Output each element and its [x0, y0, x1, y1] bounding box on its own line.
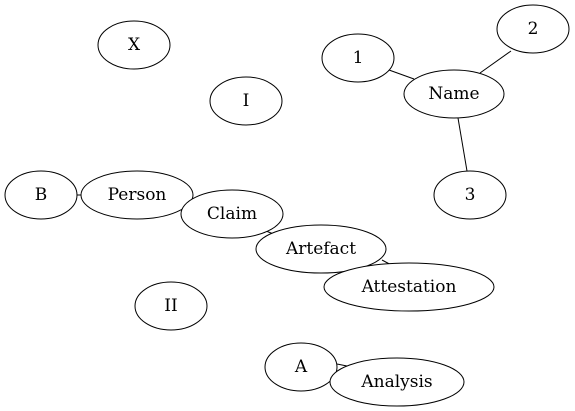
edge-name-3 — [457, 117, 468, 172]
node-analysis-label: Analysis — [360, 372, 432, 392]
node-analysis[interactable]: Analysis — [329, 357, 465, 407]
node-attestation-label: Attestation — [361, 277, 457, 297]
edge-a-analysis — [336, 363, 348, 367]
node-x-label: X — [128, 35, 141, 55]
node-artefact-label: Artefact — [285, 239, 356, 259]
nodes-layer: X I 1 2 Name 3 B Person — [4, 4, 570, 407]
node-artefact[interactable]: Artefact — [255, 224, 387, 274]
node-a-label: A — [294, 357, 308, 377]
edge-2-name — [479, 50, 512, 74]
node-attestation[interactable]: Attestation — [323, 262, 495, 312]
node-claim[interactable]: Claim — [180, 189, 284, 239]
node-2[interactable]: 2 — [496, 4, 570, 54]
node-ii[interactable]: II — [134, 281, 208, 331]
node-i[interactable]: I — [209, 76, 283, 126]
edge-1-name — [388, 69, 415, 80]
node-x[interactable]: X — [97, 20, 171, 70]
node-name-label: Name — [428, 84, 479, 104]
node-2-label: 2 — [528, 19, 539, 39]
node-i-label: I — [243, 91, 250, 111]
node-b-label: B — [35, 185, 48, 205]
node-3-label: 3 — [465, 185, 476, 205]
node-3[interactable]: 3 — [433, 170, 507, 220]
node-b[interactable]: B — [4, 170, 78, 220]
node-ii-label: II — [164, 296, 177, 316]
node-1-label: 1 — [353, 48, 364, 68]
node-person[interactable]: Person — [80, 170, 194, 220]
node-1[interactable]: 1 — [321, 33, 395, 83]
node-name[interactable]: Name — [403, 69, 505, 119]
node-claim-label: Claim — [207, 204, 257, 224]
node-a[interactable]: A — [264, 342, 338, 392]
node-person-label: Person — [108, 185, 167, 205]
